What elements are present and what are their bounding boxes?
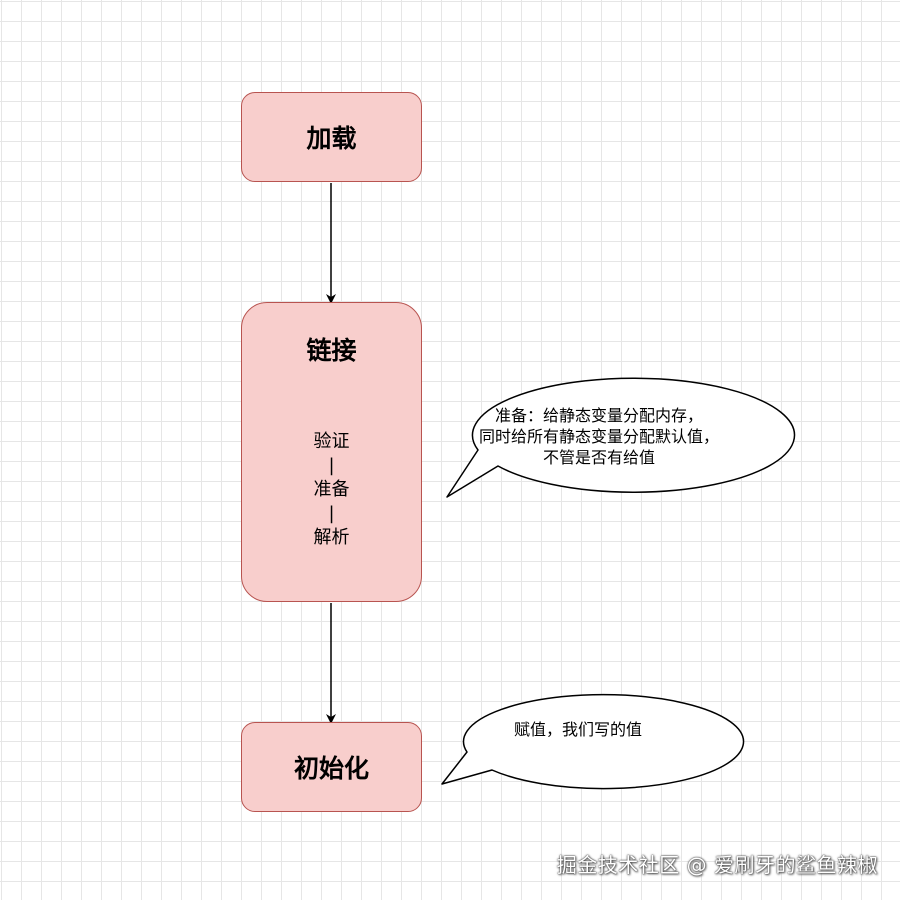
link-step-verify: 验证 [313,431,350,452]
callout-bubble-prepare [446,377,796,498]
link-step-resolve: 解析 [313,527,350,548]
callout-bubble-init [441,693,745,790]
link-step-separator-2: | [328,503,335,524]
load-node-label: 加载 [306,124,357,153]
link-step-separator-1: | [328,455,335,476]
callout-prepare-line-3: 不管是否有给值 [542,448,655,467]
callout-init-line-1: 赋值，我们写的值 [513,720,642,739]
init-node: 初始化 [241,722,422,812]
watermark: 掘金技术社区 @ 爱刷牙的鲨鱼辣椒 [556,853,878,877]
load-node: 加载 [241,92,422,182]
callout-prepare-line-2: 同时给所有静态变量分配默认值， [478,427,719,446]
link-node-title: 链接 [306,336,357,365]
init-node-label: 初始化 [293,754,369,783]
callout-prepare-line-1: 准备：给静态变量分配内存， [494,406,703,425]
callout-init-text: 赋值，我们写的值 [448,719,708,740]
link-step-prepare: 准备 [313,479,350,500]
link-node: 链接 验证 | 准备 | 解析 [241,302,422,602]
callout-prepare-text: 准备：给静态变量分配内存， 同时给所有静态变量分配默认值， 不管是否有给值 [449,405,749,468]
